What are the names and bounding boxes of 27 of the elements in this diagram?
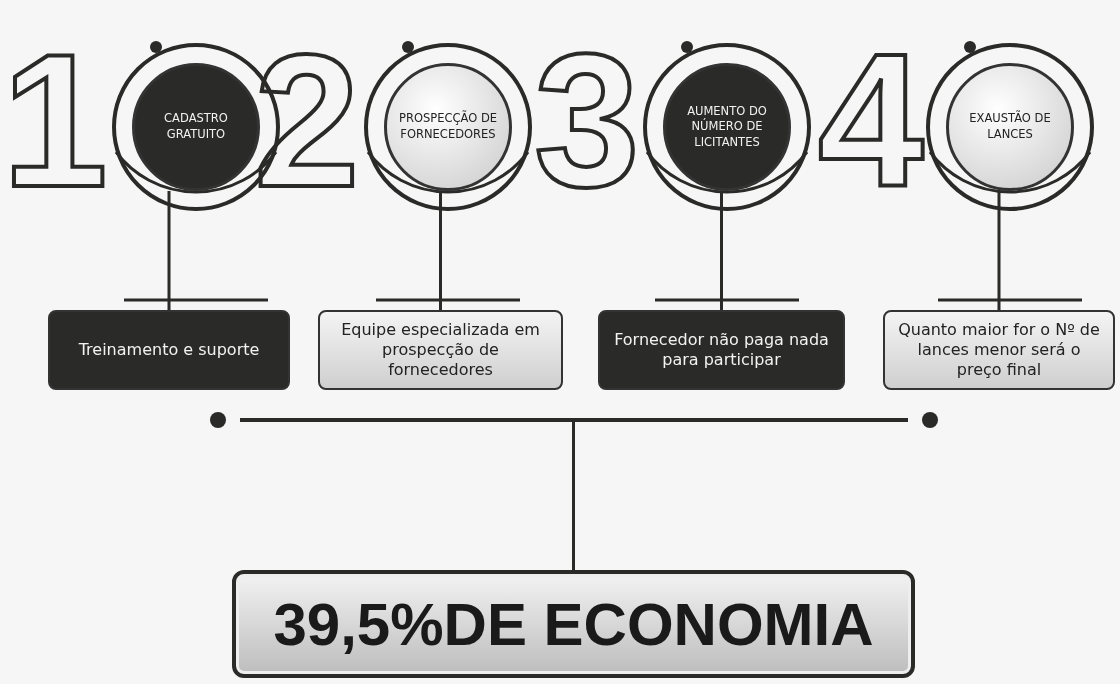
description-card bbox=[318, 310, 563, 390]
step-label: CADASTRO GRATUITO bbox=[163, 111, 229, 143]
step-circle bbox=[132, 63, 260, 191]
description-card bbox=[598, 310, 845, 390]
step-circle bbox=[946, 63, 1074, 191]
step-number: 3 bbox=[534, 40, 640, 202]
step-number: 4 bbox=[818, 40, 924, 202]
step-label: Quanto maior for o Nº de lances menor será o preço final bbox=[897, 320, 1101, 380]
step-label: Treinamento e suporte bbox=[78, 340, 260, 360]
result-text: 39,5%DE ECONOMIA bbox=[273, 589, 874, 659]
connector-line bbox=[997, 191, 1001, 310]
description-card bbox=[883, 310, 1115, 390]
connector-line bbox=[720, 191, 723, 310]
step-label: PROSPECÇÃO DE FORNECEDORES bbox=[398, 111, 498, 143]
step-label: AUMENTO DO NÚMERO DE LICITANTES bbox=[686, 103, 768, 151]
step-label: Equipe especializada em prospecção de fornecedores bbox=[340, 320, 541, 380]
step-label: EXAUSTÃO DE LANCES bbox=[968, 111, 1052, 143]
connector-line bbox=[167, 191, 171, 310]
connector-bar bbox=[240, 418, 908, 422]
connector-line bbox=[439, 191, 442, 310]
description-card bbox=[48, 310, 290, 390]
result-banner bbox=[232, 570, 915, 678]
step-circle bbox=[384, 63, 512, 191]
step-number: 1 bbox=[2, 40, 108, 202]
step-circle bbox=[663, 63, 791, 191]
step-label: Fornecedor não paga nada para participar bbox=[613, 330, 830, 370]
connector-line bbox=[572, 422, 575, 570]
